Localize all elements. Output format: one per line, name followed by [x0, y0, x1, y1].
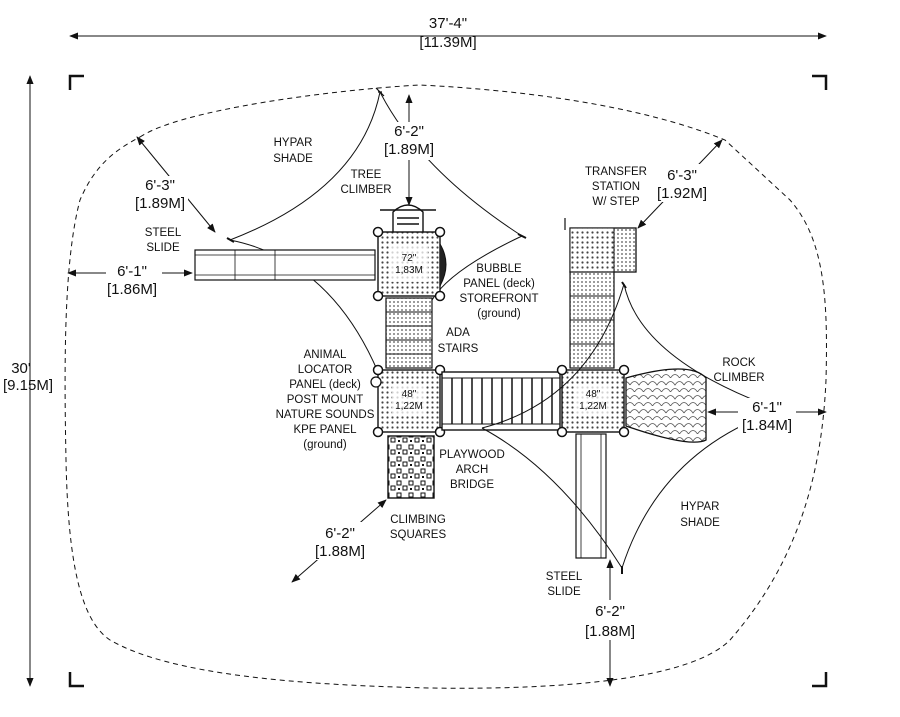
overall-width-metric: [11.39M]	[419, 34, 476, 51]
deck-mid-right: 48" 1,22M	[556, 364, 630, 438]
svg-text:ADA: ADA	[446, 327, 470, 339]
bottom-slide-clearance-metric: [1.88M]	[585, 623, 635, 640]
svg-text:ANIMAL: ANIMAL	[304, 349, 347, 361]
climbing-squares	[387, 435, 435, 499]
svg-text:CLIMBING: CLIMBING	[390, 514, 446, 526]
svg-text:STEEL: STEEL	[145, 227, 182, 239]
svg-text:KPE PANEL: KPE PANEL	[293, 424, 357, 436]
svg-text:NATURE SOUNDS: NATURE SOUNDS	[276, 409, 375, 421]
svg-text:BUBBLE: BUBBLE	[476, 263, 522, 275]
label-playwood-bridge: PLAYWOOD ARCH BRIDGE	[439, 449, 505, 491]
corner-marks	[68, 74, 828, 688]
svg-text:PANEL (deck): PANEL (deck)	[463, 278, 535, 290]
upper-left-clearance: 6'-3"	[145, 177, 175, 194]
bubble-panel-shape	[439, 243, 447, 287]
deck-mid-left: 48" 1,22M	[372, 364, 446, 438]
tree-climber-clearance: 6'-2"	[394, 123, 424, 140]
overall-height-label: 30'	[11, 360, 31, 377]
label-rock-climber: ROCK CLIMBER	[713, 357, 764, 384]
left-slide-clearance: 6'-1"	[117, 263, 147, 280]
svg-text:TREE: TREE	[351, 169, 382, 181]
label-animal-locator: ANIMAL LOCATOR PANEL (deck) POST MOUNT N…	[276, 349, 375, 451]
svg-text:STEEL: STEEL	[546, 571, 583, 583]
svg-text:PANEL (deck): PANEL (deck)	[289, 379, 361, 391]
climbing-squares-clearance-metric: [1.88M]	[315, 543, 365, 560]
label-transfer-station: TRANSFER STATION W/ STEP	[585, 166, 647, 208]
label-steel-slide-left: STEEL SLIDE	[145, 227, 182, 254]
svg-text:STATION: STATION	[592, 181, 640, 193]
tree-climber-clearance-metric: [1.89M]	[384, 141, 434, 158]
svg-text:SLIDE: SLIDE	[146, 242, 180, 254]
upper-left-clearance-metric: [1.89M]	[135, 195, 185, 212]
label-hypar-shade-top: HYPAR SHADE	[273, 137, 313, 165]
steel-slide-bottom	[575, 433, 607, 559]
svg-text:HYPAR: HYPAR	[681, 501, 720, 513]
svg-text:STOREFRONT: STOREFRONT	[459, 293, 538, 305]
transfer-station	[564, 218, 637, 273]
deck-upper-metric: 1,83M	[395, 265, 423, 276]
svg-text:TRANSFER: TRANSFER	[585, 166, 647, 178]
steel-slide-left	[194, 249, 376, 281]
svg-text:ROCK: ROCK	[722, 357, 756, 369]
transfer-clearance: 6'-3"	[667, 167, 697, 184]
deck-mid-left-size: 48"	[402, 389, 417, 400]
svg-text:(ground): (ground)	[477, 308, 521, 320]
playwood-arch-bridge	[441, 371, 561, 431]
label-bubble-panel: BUBBLE PANEL (deck) STOREFRONT (ground)	[459, 263, 538, 320]
label-ada-stairs: ADA STAIRS	[438, 327, 479, 355]
svg-text:ARCH: ARCH	[456, 464, 489, 476]
svg-text:CLIMBER: CLIMBER	[340, 184, 391, 196]
ada-stairs	[385, 297, 433, 369]
label-hypar-shade-bottom: HYPAR SHADE	[680, 501, 720, 529]
animal-locator-post	[370, 376, 382, 388]
svg-text:HYPAR: HYPAR	[274, 137, 313, 149]
svg-text:SLIDE: SLIDE	[547, 586, 581, 598]
svg-text:BRIDGE: BRIDGE	[450, 479, 494, 491]
svg-text:SHADE: SHADE	[273, 153, 313, 165]
transfer-clearance-metric: [1.92M]	[657, 185, 707, 202]
tree-climber	[380, 204, 436, 232]
climbing-squares-clearance: 6'-2"	[325, 525, 355, 542]
svg-text:PLAYWOOD: PLAYWOOD	[439, 449, 505, 461]
svg-text:POST MOUNT: POST MOUNT	[287, 394, 363, 406]
use-zone-boundary	[64, 84, 827, 689]
overall-width-label: 37'-4"	[429, 15, 467, 32]
deck-upper-size: 72"	[402, 253, 417, 264]
label-steel-slide-bottom: STEEL SLIDE	[546, 571, 583, 598]
svg-text:SHADE: SHADE	[680, 517, 720, 529]
bottom-slide-clearance: 6'-2"	[595, 603, 625, 620]
deck-mid-right-size: 48"	[586, 389, 601, 400]
rock-climber-clearance: 6'-1"	[752, 399, 782, 416]
overall-height-metric: [9.15M]	[3, 377, 53, 394]
rock-climber	[625, 368, 707, 443]
deck-mid-left-metric: 1,22M	[395, 401, 423, 412]
label-climbing-squares: CLIMBING SQUARES	[390, 514, 447, 541]
svg-text:SQUARES: SQUARES	[390, 529, 447, 541]
deck-upper: 72" 1,83M	[372, 226, 446, 302]
svg-text:W/ STEP: W/ STEP	[592, 196, 640, 208]
svg-text:STAIRS: STAIRS	[438, 343, 479, 355]
rock-climber-clearance-metric: [1.84M]	[742, 417, 792, 434]
svg-text:(ground): (ground)	[303, 439, 347, 451]
svg-text:LOCATOR: LOCATOR	[298, 364, 353, 376]
transfer-steps	[569, 271, 615, 369]
svg-text:CLIMBER: CLIMBER	[713, 372, 764, 384]
left-slide-clearance-metric: [1.86M]	[107, 281, 157, 298]
deck-mid-right-metric: 1,22M	[579, 401, 607, 412]
label-tree-climber: TREE CLIMBER	[340, 169, 391, 196]
